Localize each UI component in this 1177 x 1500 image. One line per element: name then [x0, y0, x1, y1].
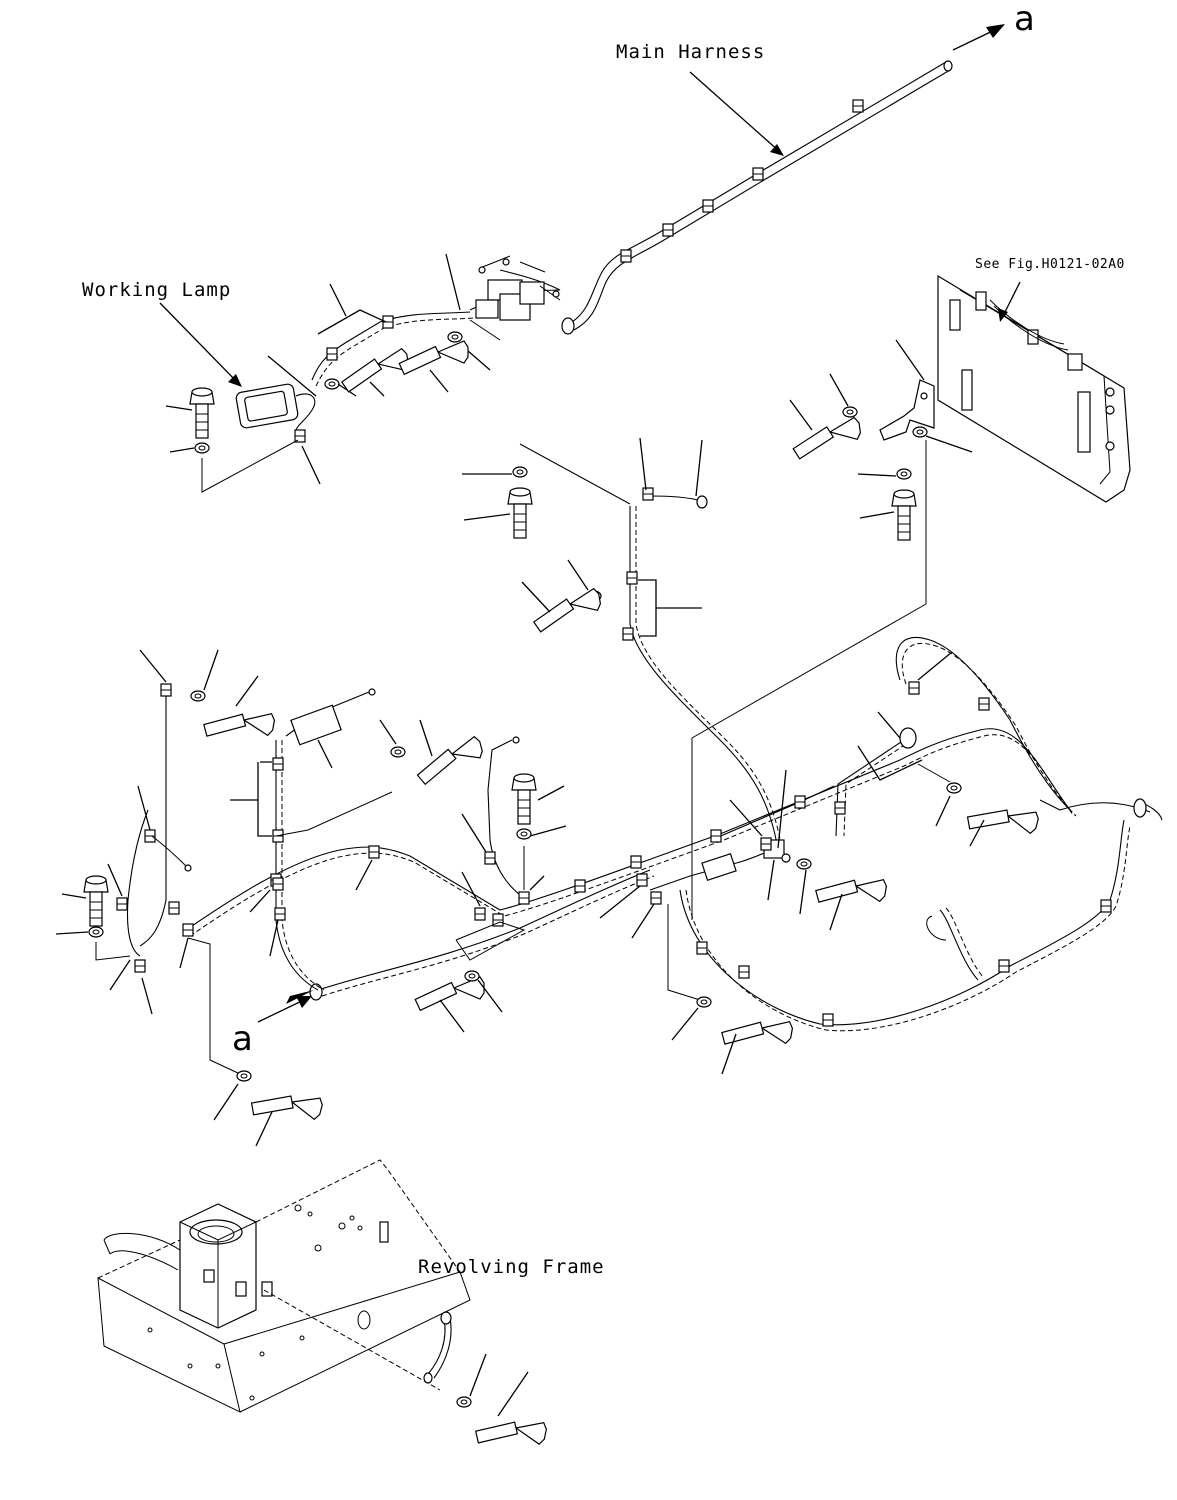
- connector-a-top-label: a: [1014, 0, 1035, 39]
- main-harness-label: Main Harness: [616, 41, 765, 63]
- connector-a-left-label: a: [232, 1019, 253, 1059]
- center-harness: [462, 437, 783, 851]
- revolving-frame: [97, 1159, 549, 1457]
- revolving-frame-label: Revolving Frame: [418, 1256, 605, 1278]
- see-fig-reference: See Fig.H0121-02A0: [975, 257, 1125, 272]
- ground-bracket: [691, 339, 973, 920]
- lower-harness: [55, 636, 1163, 1147]
- main-harness: [561, 24, 1005, 335]
- working-lamp-assembly: [159, 283, 475, 493]
- controller-bracket: [937, 274, 1131, 503]
- working-lamp-label: Working Lamp: [82, 279, 231, 301]
